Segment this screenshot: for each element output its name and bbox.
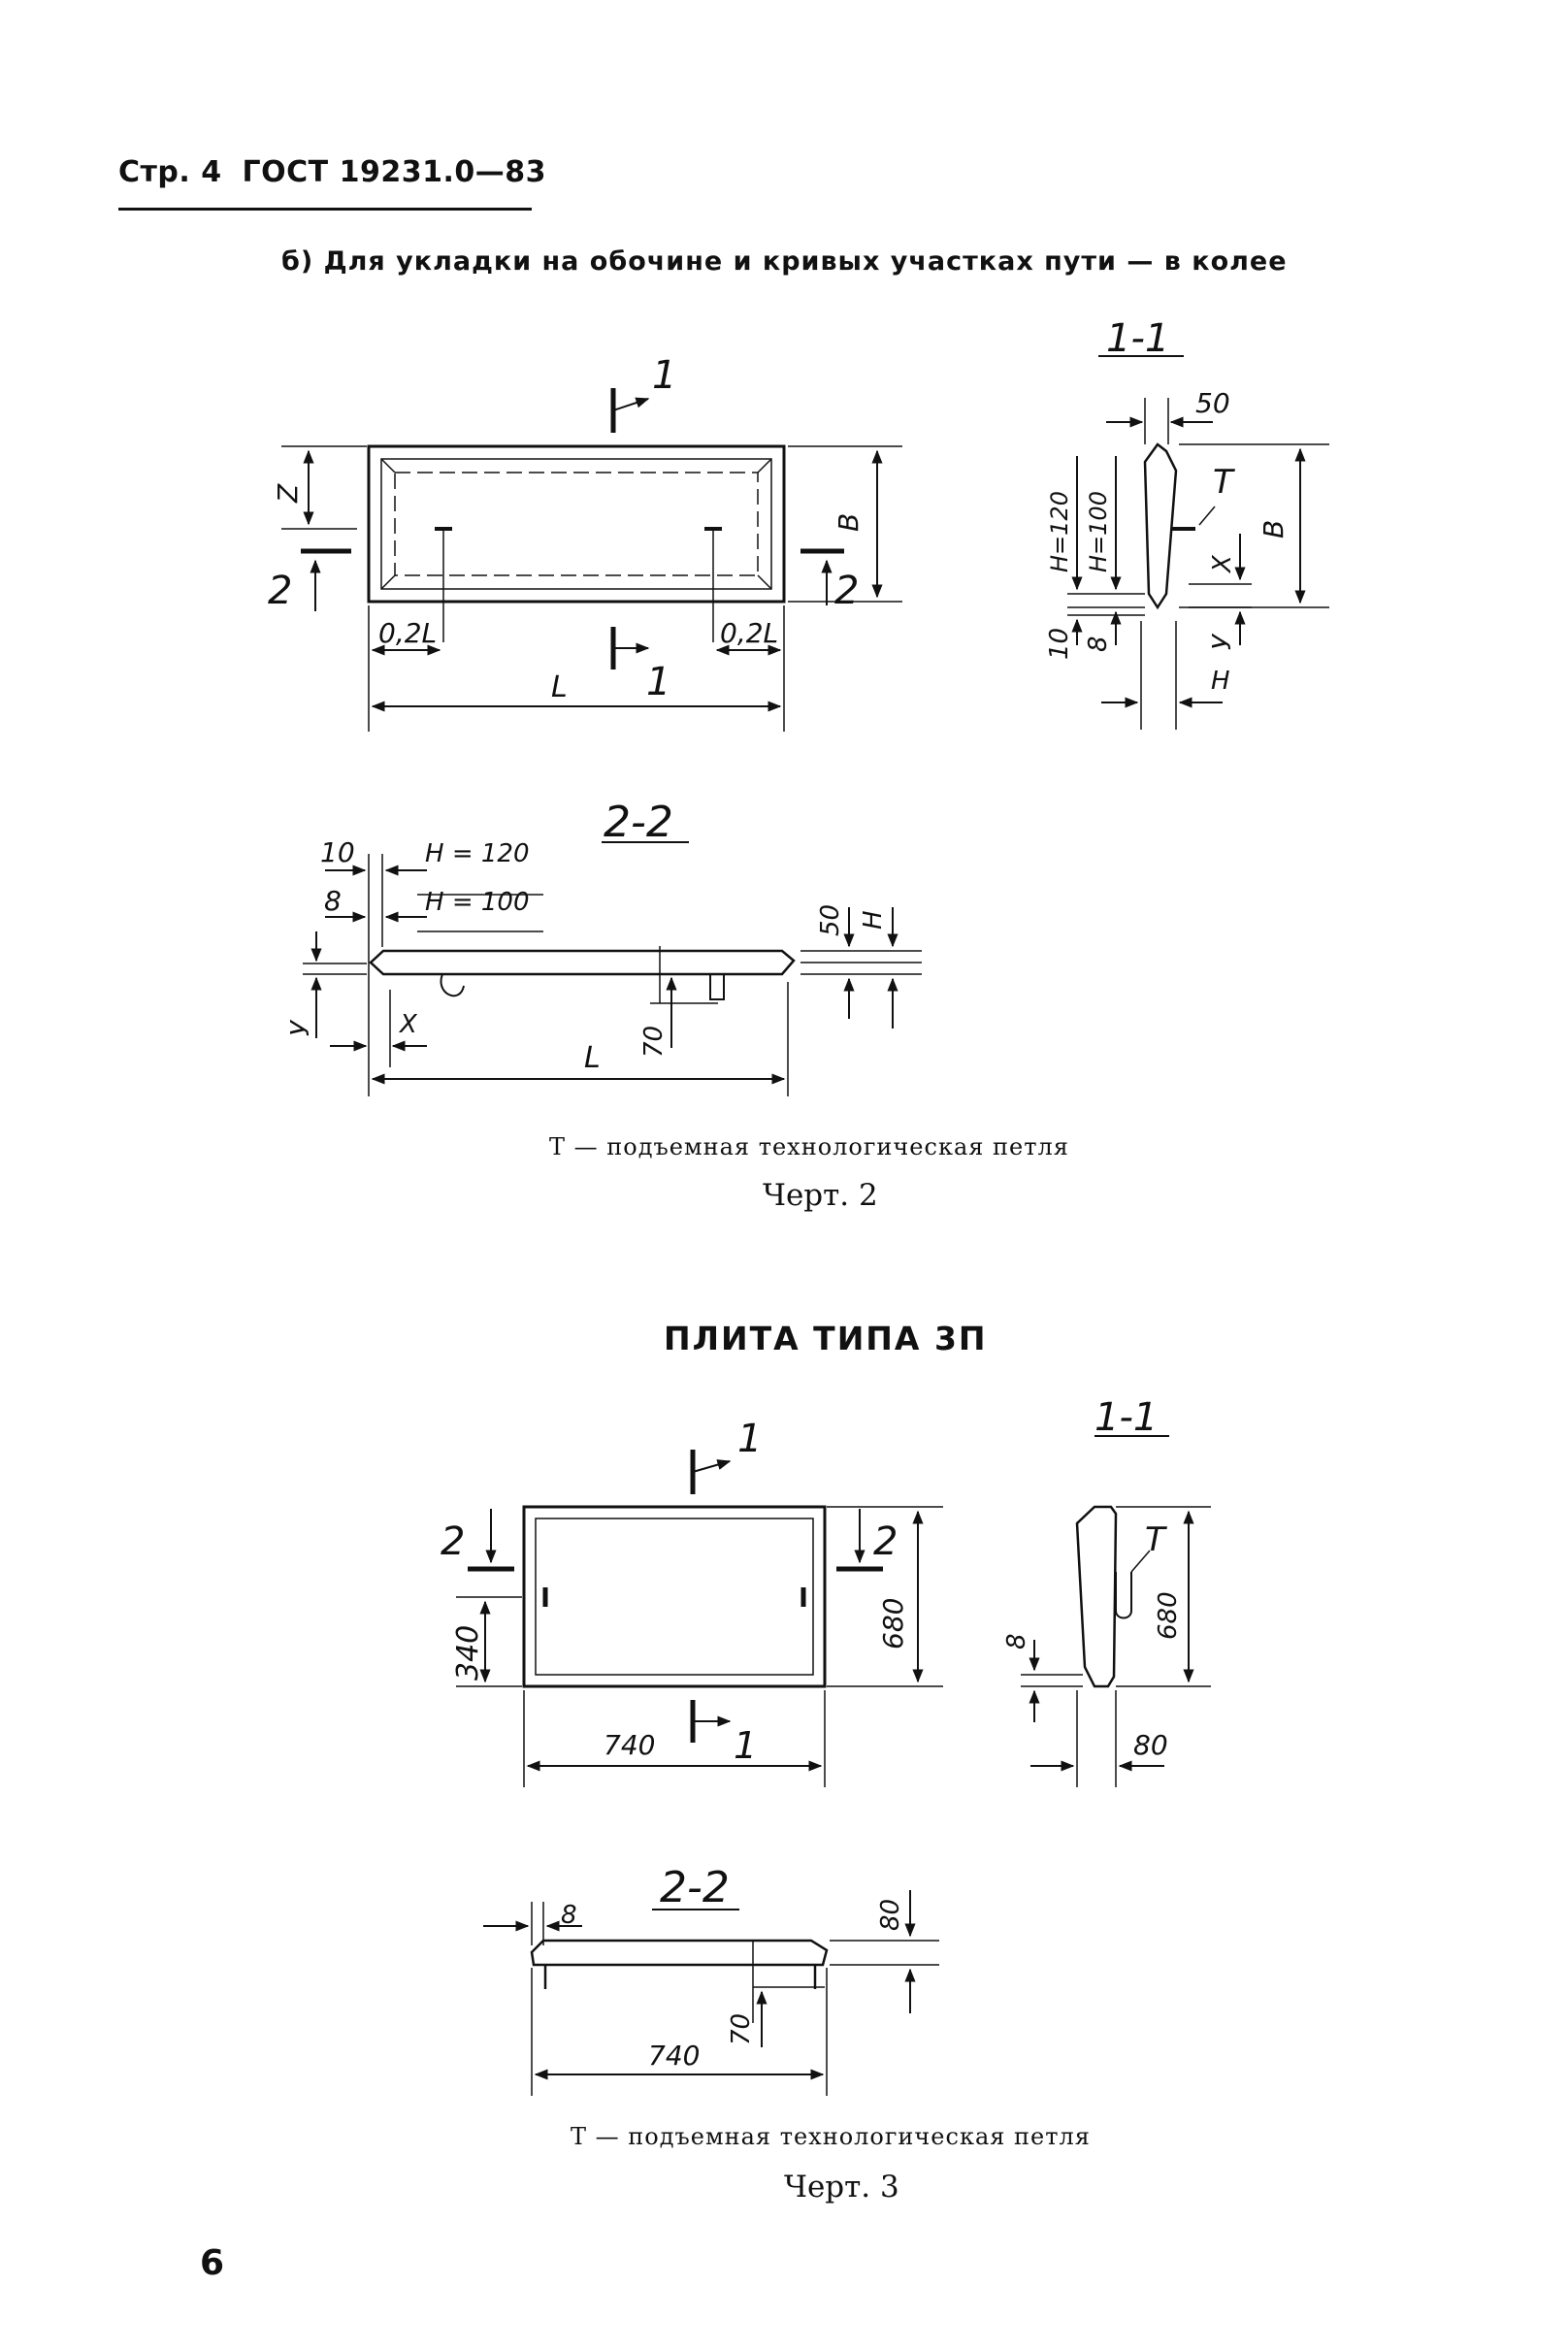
fig2-ss-h: H bbox=[859, 910, 888, 930]
fig2-dim-h: H bbox=[1211, 667, 1230, 696]
fig3-caption: Черт. 3 bbox=[784, 2170, 899, 2204]
fig2-dim-8: 8 bbox=[1084, 636, 1113, 652]
fig3-dim-340: 340 bbox=[451, 1625, 485, 1681]
fig2-dim-l: L bbox=[551, 670, 568, 704]
fig2-dim-h100: H=100 bbox=[1085, 491, 1112, 572]
fig3-side-680: 680 bbox=[1154, 1591, 1183, 1640]
fig2-dim-b-side: B bbox=[1258, 520, 1290, 539]
fig3-plan bbox=[456, 1450, 943, 1787]
fig2-dim-z: Z bbox=[272, 483, 304, 504]
fig2-legend: T — подъемная технологическая петля bbox=[549, 1133, 1069, 1160]
fig2-dim-y: У bbox=[1208, 633, 1237, 650]
fig2-cut-1-bottom: 1 bbox=[646, 660, 670, 704]
fig3-cut-1-top: 1 bbox=[737, 1417, 762, 1461]
fig3-ss-70: 70 bbox=[727, 2013, 756, 2045]
fig2-dim-x: X bbox=[1208, 554, 1237, 574]
page-header: Стр. 4 ГОСТ 19231.0—83 bbox=[118, 155, 546, 189]
fig3-section-label-1-1: 1-1 bbox=[1094, 1395, 1158, 1440]
fig3-dim-740: 740 bbox=[604, 1729, 655, 1761]
subheading: б) Для укладки на обочине и кривых участ… bbox=[281, 246, 1288, 277]
fig2-cut-1-top: 1 bbox=[652, 353, 676, 398]
fig2-section-1-1 bbox=[1067, 355, 1329, 730]
fig2-cut-2-left: 2 bbox=[268, 569, 292, 613]
fig3-ss-740: 740 bbox=[648, 2040, 700, 2072]
header-rule bbox=[118, 208, 532, 211]
fig3-dim-680: 680 bbox=[877, 1598, 909, 1649]
fig2-section-label-1-1: 1-1 bbox=[1106, 316, 1169, 361]
fig3-side-80: 80 bbox=[1133, 1729, 1168, 1761]
fig3-section-1-1 bbox=[1021, 1435, 1211, 1787]
fig3-ss-8: 8 bbox=[561, 1901, 577, 1930]
fig3-legend: T — подъемная технологическая петля bbox=[571, 2123, 1091, 2150]
fig2-section-2-2 bbox=[303, 841, 922, 1096]
fig2-section-label-2-2: 2-2 bbox=[604, 798, 673, 847]
fig2-ss-8: 8 bbox=[324, 885, 342, 917]
fig2-dim-0-2l-left: 0,2L bbox=[378, 617, 437, 649]
standard-number: ГОСТ 19231.0—83 bbox=[242, 155, 546, 189]
fig2-dim-10: 10 bbox=[1045, 628, 1074, 660]
page-number: 6 bbox=[200, 2243, 225, 2283]
fig2-ss-y: У bbox=[286, 1019, 315, 1036]
fig2-dim-50: 50 bbox=[1195, 387, 1230, 419]
fig2-cut-2-right: 2 bbox=[834, 569, 859, 613]
fig2-ss-h120: H = 120 bbox=[425, 839, 530, 868]
fig3-title: ПЛИТА ТИПА 3П bbox=[664, 1320, 988, 1357]
fig3-side-8: 8 bbox=[1002, 1633, 1031, 1649]
fig2-caption: Черт. 2 bbox=[763, 1178, 878, 1213]
fig3-cut-2-right: 2 bbox=[873, 1519, 898, 1564]
fig2-plan bbox=[281, 388, 902, 732]
fig3-cut-1-bottom: 1 bbox=[734, 1724, 757, 1767]
fig3-dim-t: T bbox=[1145, 1520, 1167, 1559]
fig3-ss-80: 80 bbox=[876, 1899, 905, 1931]
fig2-ss-x: X bbox=[398, 1010, 418, 1039]
fig2-dim-h120: H=120 bbox=[1046, 491, 1073, 572]
page-label: Стр. 4 bbox=[118, 155, 222, 189]
fig2-ss-h100: H = 100 bbox=[425, 888, 530, 917]
fig3-section-label-2-2: 2-2 bbox=[660, 1863, 730, 1912]
fig3-section-2-2 bbox=[483, 1890, 939, 2096]
fig2-dim-t: T bbox=[1213, 463, 1235, 502]
fig2-dim-0-2l-right: 0,2L bbox=[720, 617, 778, 649]
fig3-cut-2-left: 2 bbox=[441, 1519, 465, 1564]
fig2-ss-10: 10 bbox=[320, 836, 355, 868]
fig2-dim-b: B bbox=[833, 513, 865, 532]
fig2-ss-l: L bbox=[584, 1041, 601, 1075]
fig2-ss-70: 70 bbox=[639, 1026, 669, 1058]
fig2-ss-50: 50 bbox=[816, 904, 845, 936]
